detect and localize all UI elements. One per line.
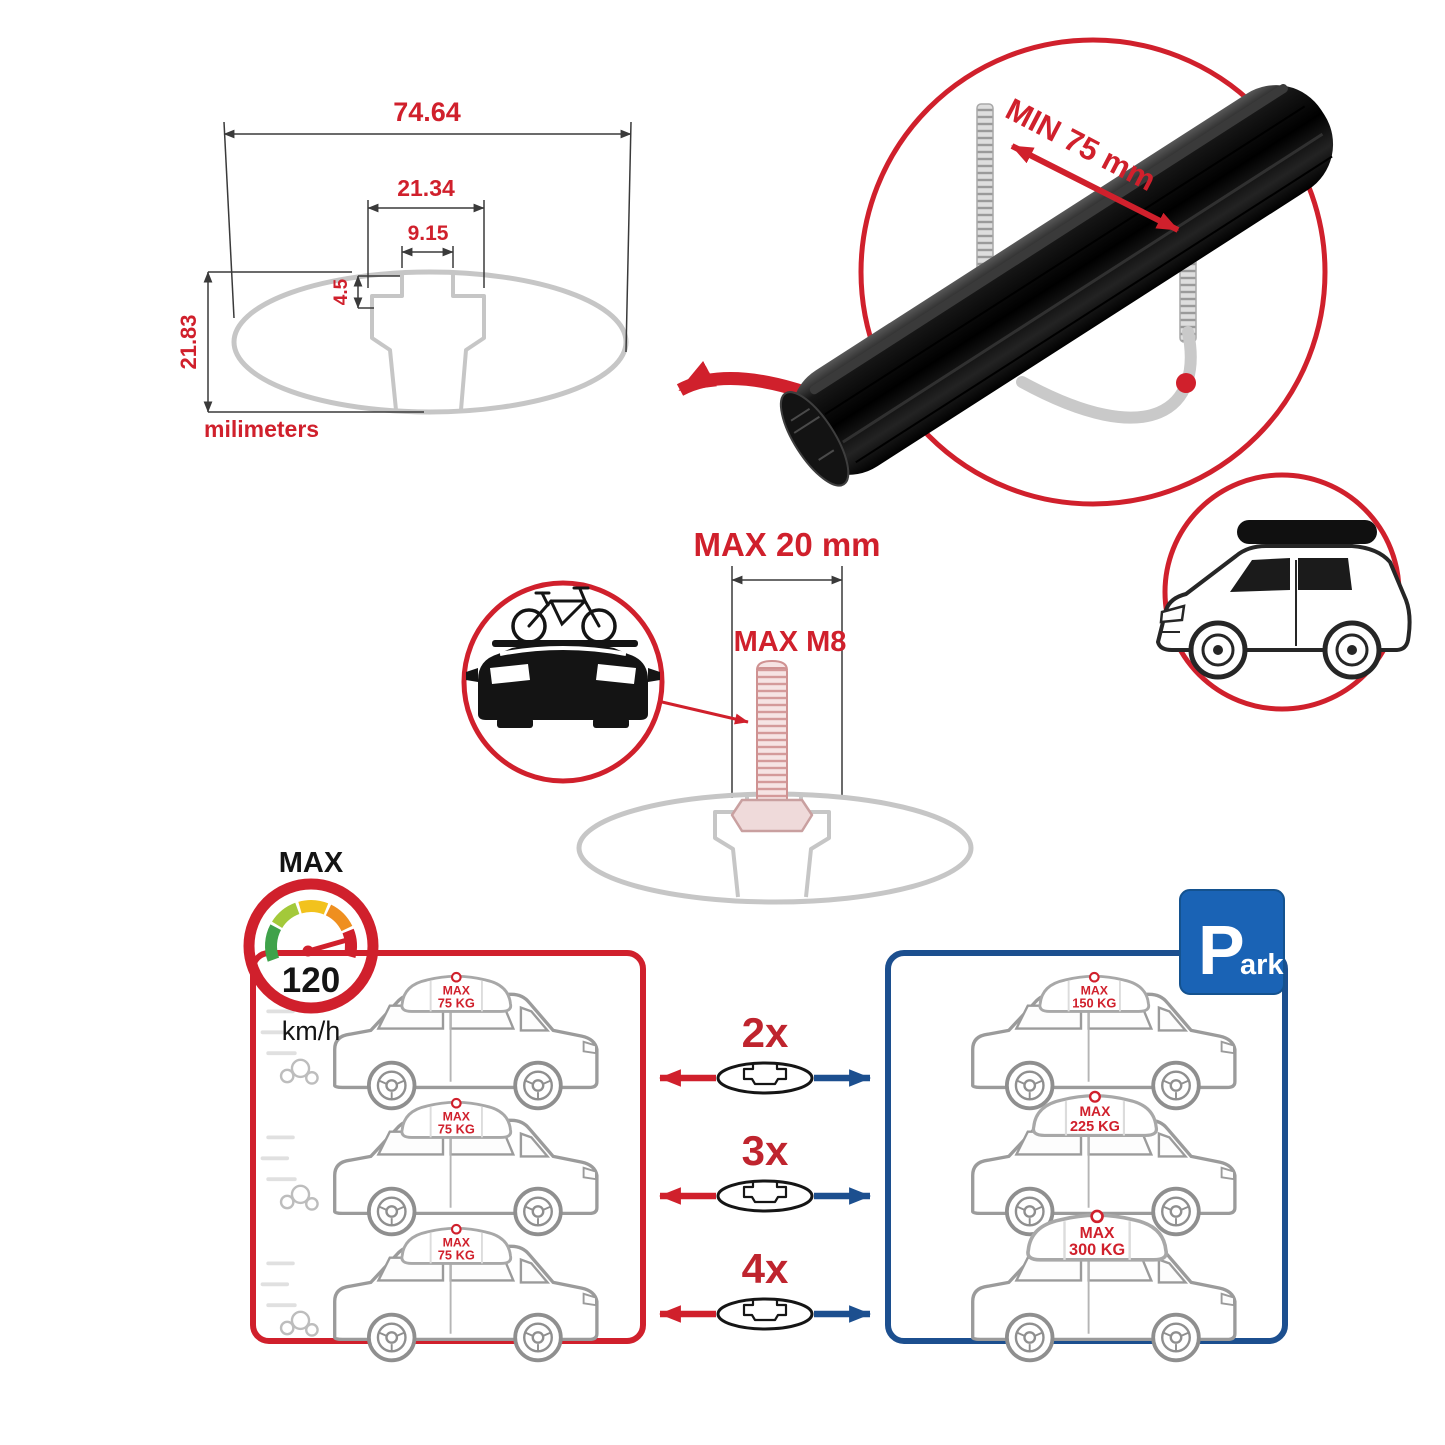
roof-cargo-bag: MAX 75 KG bbox=[400, 1223, 513, 1265]
total-height-dimension: 21.83 bbox=[176, 271, 424, 413]
exhaust-smoke-icon bbox=[260, 1135, 319, 1211]
parked-load-panel: MAX 150 KG MAX 225 KG MAX 300 KG P ark bbox=[885, 889, 1288, 1360]
driving-car-row: MAX 75 KG bbox=[260, 1097, 597, 1234]
crossbar-section-icon bbox=[716, 1297, 814, 1331]
speed-max-heading: MAX bbox=[279, 847, 344, 879]
suv-with-roofbox-icon bbox=[1156, 520, 1412, 680]
exhaust-smoke-icon bbox=[260, 1261, 319, 1337]
speed-limit-gauge: MAX 120 km/h bbox=[243, 847, 379, 1046]
roof-cargo-bag: MAX 300 KG bbox=[1026, 1209, 1169, 1262]
lip-depth-dimension: 4.5 bbox=[331, 275, 400, 309]
bag-max-label: MAX bbox=[1081, 983, 1109, 997]
parked-car-row: MAX 300 KG bbox=[973, 1209, 1235, 1360]
min-span-arrow-icon bbox=[1010, 143, 1180, 233]
exhaust-smoke-icon bbox=[260, 1009, 319, 1085]
closeup-circle bbox=[858, 37, 1328, 507]
channel-inner-width-value: 9.15 bbox=[408, 222, 449, 245]
bag-weight-label: 75 KG bbox=[438, 1248, 475, 1263]
profile-dimension-diagram: 74.64 21.34 9.15 4.5 21.83 milimeters bbox=[176, 97, 807, 442]
fixing-point-dot bbox=[1176, 373, 1196, 393]
bag-weight-label: 75 KG bbox=[438, 1122, 475, 1137]
car-front-icon bbox=[466, 642, 660, 728]
profile-channel-right bbox=[451, 273, 486, 411]
parking-sign: P ark bbox=[1179, 889, 1285, 995]
roof-cargo-bag: MAX 75 KG bbox=[400, 1097, 513, 1139]
crossbar-section-icon bbox=[716, 1179, 814, 1213]
driving-load-panel: MAX 75 KG MAX 75 KG bbox=[250, 950, 646, 1360]
total-height-value: 21.83 bbox=[176, 314, 201, 369]
multiplier-label: 4x bbox=[742, 1245, 789, 1292]
bolt-pointer-arrow-icon bbox=[661, 700, 749, 725]
lip-depth-value: 4.5 bbox=[331, 278, 352, 305]
bag-weight-label: 225 KG bbox=[1070, 1119, 1120, 1135]
zoom-arrow-icon bbox=[676, 360, 807, 399]
roof-cargo-bag: MAX 150 KG bbox=[1038, 971, 1151, 1013]
multiplier-row: 3x bbox=[658, 1127, 872, 1213]
parked-car-row: MAX 150 KG bbox=[973, 971, 1235, 1108]
bolt-max-thread-label: MAX M8 bbox=[734, 626, 847, 658]
bag-max-label: MAX bbox=[443, 983, 471, 997]
bag-max-label: MAX bbox=[443, 1235, 471, 1249]
multiplier-column: 2x 3x 4x bbox=[658, 1009, 872, 1331]
parking-sign-initial: P bbox=[1198, 911, 1245, 989]
gauge-arc-icon bbox=[265, 900, 357, 962]
bag-max-label: MAX bbox=[1080, 1225, 1115, 1242]
total-width-dimension: 74.64 bbox=[223, 97, 632, 353]
parking-sign-suffix: ark bbox=[1240, 949, 1284, 981]
t-bolt-icon bbox=[730, 659, 814, 833]
gauge-circle bbox=[243, 878, 379, 1014]
total-width-value: 74.64 bbox=[393, 97, 461, 127]
channel-outer-width-value: 21.34 bbox=[397, 175, 455, 201]
crossbar-closeup: MIN 75 mm bbox=[779, 37, 1334, 507]
crossbar-section-icon bbox=[716, 1061, 814, 1095]
bike-car-badge bbox=[461, 580, 749, 784]
roofbox-suv-badge bbox=[1156, 472, 1412, 712]
u-bolt-strap-icon bbox=[1016, 326, 1197, 424]
channel-inner-width-dimension: 9.15 bbox=[401, 222, 454, 268]
bolt-spec-diagram: MAX 20 mm MAX M8 bbox=[576, 526, 974, 905]
profile-channel-left bbox=[370, 273, 404, 411]
driving-car-row: MAX 75 KG bbox=[260, 1223, 597, 1360]
multiplier-label: 2x bbox=[742, 1009, 789, 1056]
bag-weight-label: 300 KG bbox=[1069, 1241, 1125, 1259]
unit-label: milimeters bbox=[204, 416, 319, 442]
badge-circle bbox=[461, 580, 665, 784]
channel-outer-width-dimension: 21.34 bbox=[367, 175, 485, 288]
parked-car-row: MAX 225 KG bbox=[973, 1090, 1235, 1234]
driving-car-row: MAX 75 KG bbox=[260, 971, 597, 1108]
roof-cargo-bag: MAX 75 KG bbox=[400, 971, 513, 1013]
bolt-max-length-label: MAX 20 mm bbox=[693, 526, 880, 563]
roof-cargo-bag: MAX 225 KG bbox=[1031, 1090, 1159, 1138]
parking-sign-plate bbox=[1179, 889, 1285, 995]
bag-max-label: MAX bbox=[1079, 1103, 1111, 1119]
bag-weight-label: 150 KG bbox=[1072, 996, 1116, 1011]
multiplier-row: 4x bbox=[658, 1245, 872, 1331]
speed-unit: km/h bbox=[282, 1016, 341, 1046]
multiplier-row: 2x bbox=[658, 1009, 872, 1095]
multiplier-label: 3x bbox=[742, 1127, 789, 1174]
bag-max-label: MAX bbox=[443, 1109, 471, 1123]
bag-weight-label: 75 KG bbox=[438, 996, 475, 1011]
crossbar-profile-outline bbox=[231, 269, 629, 415]
speed-value: 120 bbox=[282, 961, 340, 1000]
